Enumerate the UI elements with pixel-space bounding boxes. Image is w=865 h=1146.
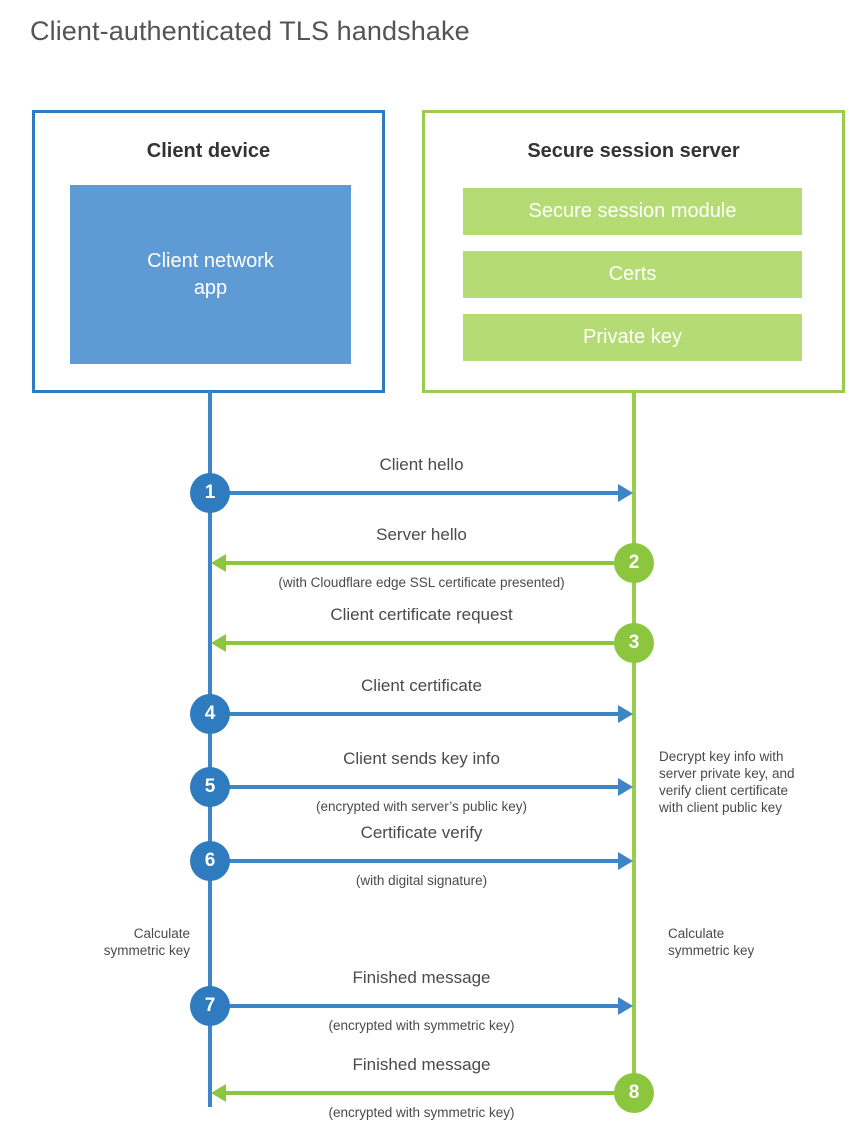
step-badge-7[interactable]: 7: [190, 986, 230, 1026]
step-badge-2[interactable]: 2: [614, 543, 654, 583]
message-label-2: Server hello: [376, 525, 467, 544]
message-label-1: Client hello: [379, 455, 464, 474]
message-sublabel-6: (with digital signature): [355, 873, 488, 888]
arrow-head-4: [618, 705, 633, 723]
arrow-line-1: [211, 491, 618, 495]
server-component-private-key: Private key: [463, 314, 802, 361]
secure-session-server-title: Secure session server: [527, 140, 740, 162]
message-label-8: Finished message: [352, 1055, 491, 1074]
arrow-line-3: [226, 641, 632, 645]
note-decrypt-key-info: Decrypt key info with server private key…: [659, 749, 795, 815]
message-label-5: Client sends key info: [343, 749, 500, 768]
message-sublabel-7: (encrypted with symmetric key): [328, 1018, 515, 1033]
arrow-line-5: [211, 785, 618, 789]
client-lifeline: [208, 391, 212, 1107]
client-device-title: Client device: [146, 140, 271, 162]
client-device-box: Client device Client network app: [32, 110, 385, 393]
arrow-head-6: [618, 852, 633, 870]
step-badge-1[interactable]: 1: [190, 473, 230, 513]
server-component-secure-session-module: Secure session module: [463, 188, 802, 235]
step-badge-6[interactable]: 6: [190, 841, 230, 881]
arrow-head-5: [618, 778, 633, 796]
message-label-3: Client certificate request: [330, 605, 513, 624]
arrow-line-7: [211, 1004, 618, 1008]
arrow-head-7: [618, 997, 633, 1015]
arrow-line-6: [211, 859, 618, 863]
arrow-head-1: [618, 484, 633, 502]
arrow-line-4: [211, 712, 618, 716]
message-label-4: Client certificate: [361, 676, 482, 695]
message-sublabel-8: (encrypted with symmetric key): [328, 1105, 515, 1120]
arrow-head-8: [211, 1084, 226, 1102]
client-network-app-label: Client network app: [147, 249, 274, 299]
step-badge-3[interactable]: 3: [614, 623, 654, 663]
server-component-certs: Certs: [463, 251, 802, 298]
step-badge-4[interactable]: 4: [190, 694, 230, 734]
page-title: Client-authenticated TLS handshake: [30, 16, 470, 46]
note-calculate-symmetric-key-client: Calculate symmetric key: [103, 926, 190, 958]
message-sublabel-5: (encrypted with server’s public key): [315, 799, 528, 814]
step-badge-5[interactable]: 5: [190, 767, 230, 807]
client-network-app-block: Client network app: [70, 185, 351, 364]
note-calculate-symmetric-key-server: Calculate symmetric key: [668, 926, 755, 958]
step-badge-8[interactable]: 8: [614, 1073, 654, 1113]
arrow-head-2: [211, 554, 226, 572]
message-label-7: Finished message: [352, 968, 491, 987]
arrow-line-8: [226, 1091, 632, 1095]
message-sublabel-2: (with Cloudflare edge SSL certificate pr…: [278, 575, 565, 590]
arrow-line-2: [226, 561, 632, 565]
secure-session-server-box: Secure session server Secure session mod…: [422, 110, 845, 393]
arrow-head-3: [211, 634, 226, 652]
server-lifeline: [632, 391, 636, 1093]
message-label-6: Certificate verify: [360, 823, 483, 842]
